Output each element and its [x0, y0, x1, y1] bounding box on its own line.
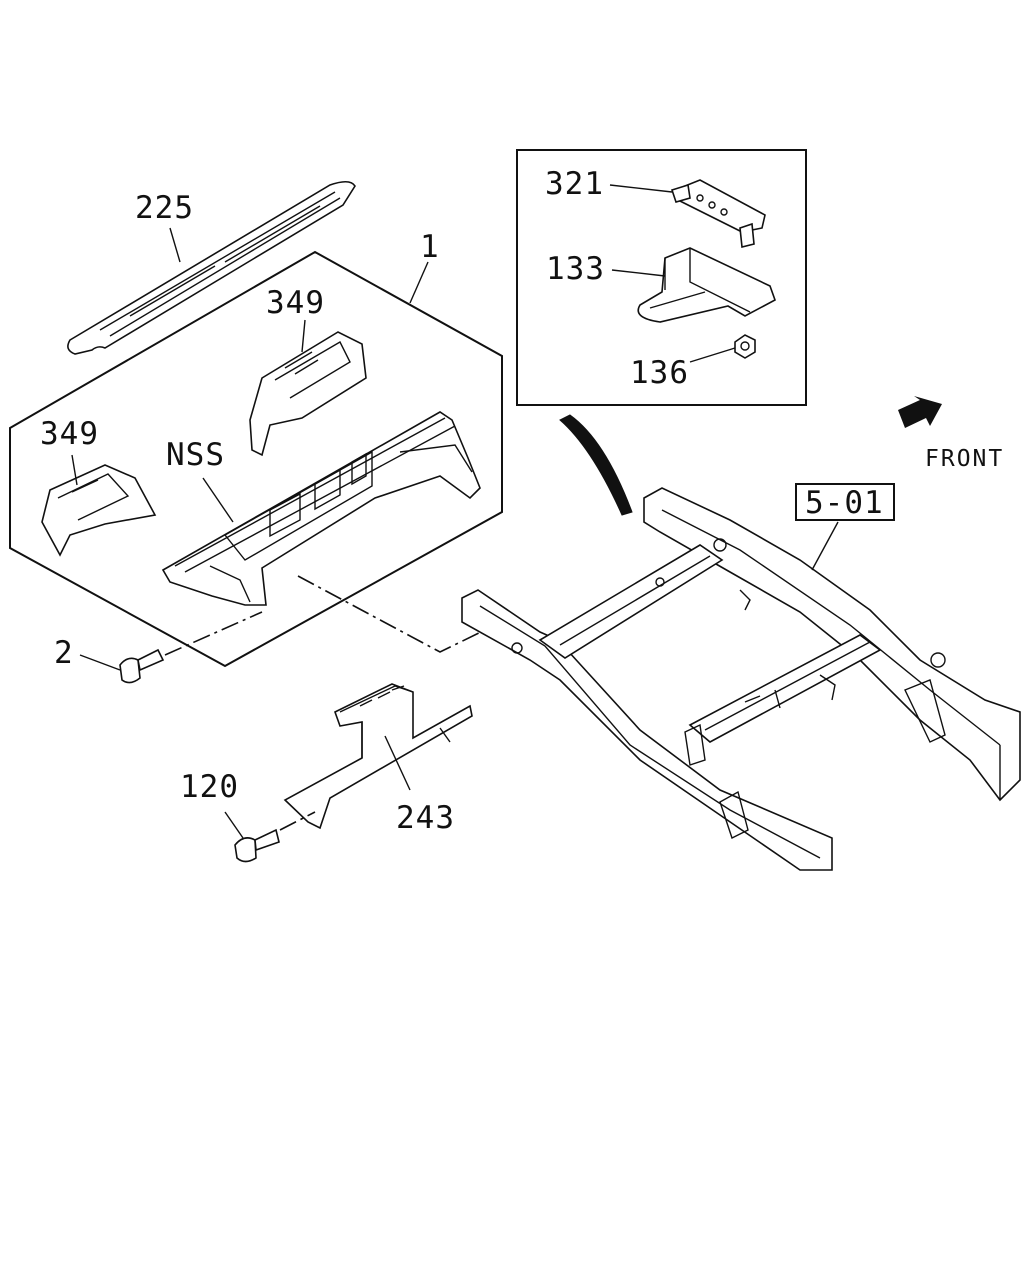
part-nss-crossmember	[161, 411, 481, 606]
part-225-cover	[67, 180, 356, 355]
centerline-assembly-to-frame	[297, 575, 486, 653]
part-2-bolt	[119, 648, 165, 684]
part-349-upper-bracket	[249, 331, 367, 457]
callout-2: 2	[54, 635, 74, 671]
part-321-plate	[670, 179, 766, 248]
callout-5-01: 5-01	[805, 485, 884, 521]
callout-225: 225	[135, 190, 194, 226]
front-direction-arrow-icon	[898, 396, 942, 428]
leader-321	[609, 184, 673, 193]
part-133-bracket	[637, 247, 776, 323]
inset-pointer-arrow-icon	[559, 414, 633, 516]
reference-box-5-01[interactable]: 5-01	[795, 483, 895, 521]
callout-136: 136	[630, 355, 689, 391]
callout-321: 321	[545, 166, 604, 202]
callout-349-left: 349	[40, 416, 99, 452]
callout-243: 243	[396, 800, 455, 836]
leader-225	[169, 227, 181, 263]
leader-1	[409, 261, 429, 304]
leader-nss	[202, 477, 234, 523]
leader-5-01	[811, 521, 839, 571]
leader-2	[79, 654, 121, 671]
leader-133	[611, 269, 666, 277]
leader-243	[384, 735, 411, 791]
part-243-heat-shield	[283, 683, 473, 830]
front-direction-label: FRONT	[925, 446, 1005, 472]
centerline-bolt-2	[164, 611, 263, 656]
centerline-bolt-120	[279, 811, 316, 831]
callout-133: 133	[546, 251, 605, 287]
assembly-1-outline	[9, 250, 503, 668]
leader-349-left	[71, 454, 78, 486]
leader-349-upper	[301, 319, 306, 353]
frame-assembly	[461, 487, 1021, 871]
leader-120	[224, 811, 244, 839]
part-136-nut	[734, 334, 756, 359]
part-349-left-bracket	[41, 464, 157, 557]
callout-1: 1	[420, 229, 440, 265]
callout-120: 120	[180, 769, 239, 805]
callout-nss: NSS	[166, 437, 225, 473]
part-120-bolt	[234, 828, 280, 863]
callout-349-upper: 349	[266, 285, 325, 321]
leader-136	[689, 347, 736, 363]
detail-inset-box	[516, 149, 807, 406]
